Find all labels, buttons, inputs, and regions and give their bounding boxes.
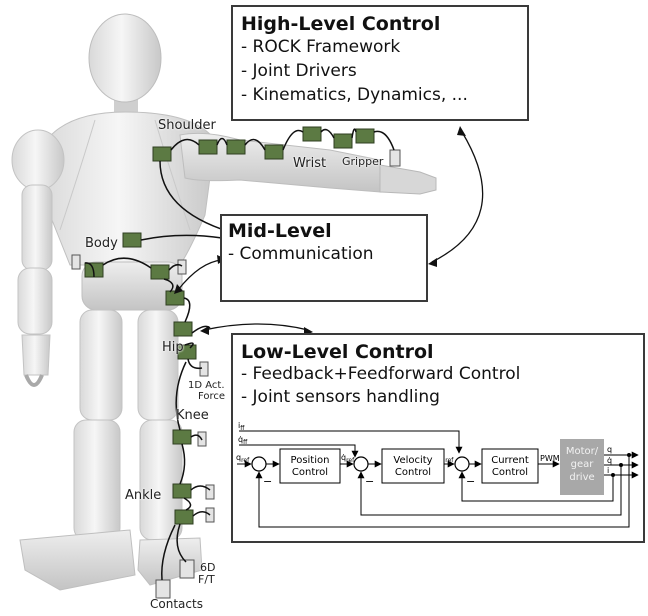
pwm-label: PWM	[540, 454, 560, 463]
minus-sign: −	[263, 475, 272, 488]
act-force-label-line1: 1D Act.	[188, 380, 225, 391]
junction-dots	[611, 453, 631, 477]
minus-signs: − − −	[263, 475, 475, 488]
current-control-block	[481, 448, 539, 484]
high-level-item: - Joint Drivers	[241, 61, 357, 81]
position-block-label: Position	[291, 455, 330, 466]
low-level-control-box: Low-Level Control - Feedback+Feedforward…	[231, 333, 645, 543]
control-block-diagram: Position Control Velocity Control Curren…	[236, 421, 639, 528]
motor-block-label: Motor/	[566, 446, 599, 457]
i-ref-label: iref	[443, 453, 454, 464]
velocity-block-label: Velocity	[393, 455, 432, 466]
motor-block-labels: Motor/ gear drive	[566, 446, 599, 483]
robot-head	[88, 13, 162, 122]
body-label: Body	[85, 236, 118, 251]
low-level-item: - Feedback+Feedforward Control	[241, 364, 521, 384]
mid-level-title: Mid-Level	[228, 220, 332, 242]
act-force-label-line2: Force	[198, 391, 226, 402]
block-labels: Position Control Velocity Control Curren…	[291, 455, 529, 478]
knee-label: Knee	[176, 408, 209, 423]
mid-level-box: Mid-Level - Communication	[220, 214, 428, 302]
motor-block-label: gear	[571, 459, 595, 470]
signal-labels: iff q̇ff qref q̇ref iref PWM q q̇ i	[236, 421, 612, 475]
minus-sign: −	[365, 475, 374, 488]
ft-label-line2: F/T	[198, 573, 215, 586]
summing-junctions	[251, 456, 470, 472]
gripper-label: Gripper	[342, 155, 384, 168]
sum-junction-velocity	[353, 456, 369, 472]
mid-level-item: - Communication	[228, 244, 374, 264]
current-block-label: Control	[492, 467, 528, 478]
qdot-ref-label: q̇ref	[341, 453, 355, 464]
low-level-item: - Joint sensors handling	[241, 387, 440, 407]
motor-gear-drive-block	[560, 439, 604, 495]
ankle-label: Ankle	[125, 488, 162, 503]
low-level-title: Low-Level Control	[241, 341, 434, 363]
sum-junction-position	[251, 456, 267, 472]
high-level-title: High-Level Control	[241, 13, 441, 35]
wrist-label: Wrist	[293, 156, 327, 171]
high-level-item: - Kinematics, Dynamics, ...	[241, 85, 468, 105]
velocity-control-block	[381, 448, 445, 484]
sum-junction-current	[454, 456, 470, 472]
shoulder-label: Shoulder	[158, 118, 216, 133]
output-qdot-label: q̇	[607, 456, 612, 465]
minus-sign: −	[466, 475, 475, 488]
motor-block-label: drive	[569, 472, 594, 483]
q-ref-label: qref	[236, 453, 250, 464]
position-control-block	[279, 448, 341, 484]
ft-label-line1: 6D	[200, 561, 216, 574]
velocity-block-label: Control	[395, 467, 431, 478]
current-block-label: Current	[491, 455, 529, 466]
high-level-item: - ROCK Framework	[241, 37, 401, 57]
feedback-paths	[255, 455, 630, 528]
robot-left-arm	[11, 129, 65, 387]
output-i-label: i	[607, 466, 609, 475]
hip-label: Hip	[162, 340, 184, 355]
contacts-label: Contacts	[150, 597, 203, 611]
robot-legs	[19, 309, 203, 591]
position-block-label: Control	[292, 467, 328, 478]
feedforward-lines	[239, 430, 463, 458]
communication-chain	[84, 128, 395, 581]
qdot-ff-label: q̇ff	[238, 435, 248, 446]
i-ff-label: iff	[238, 421, 245, 432]
high-level-control-box: High-Level Control - ROCK Framework - Jo…	[231, 5, 529, 121]
output-q-label: q	[607, 445, 612, 454]
